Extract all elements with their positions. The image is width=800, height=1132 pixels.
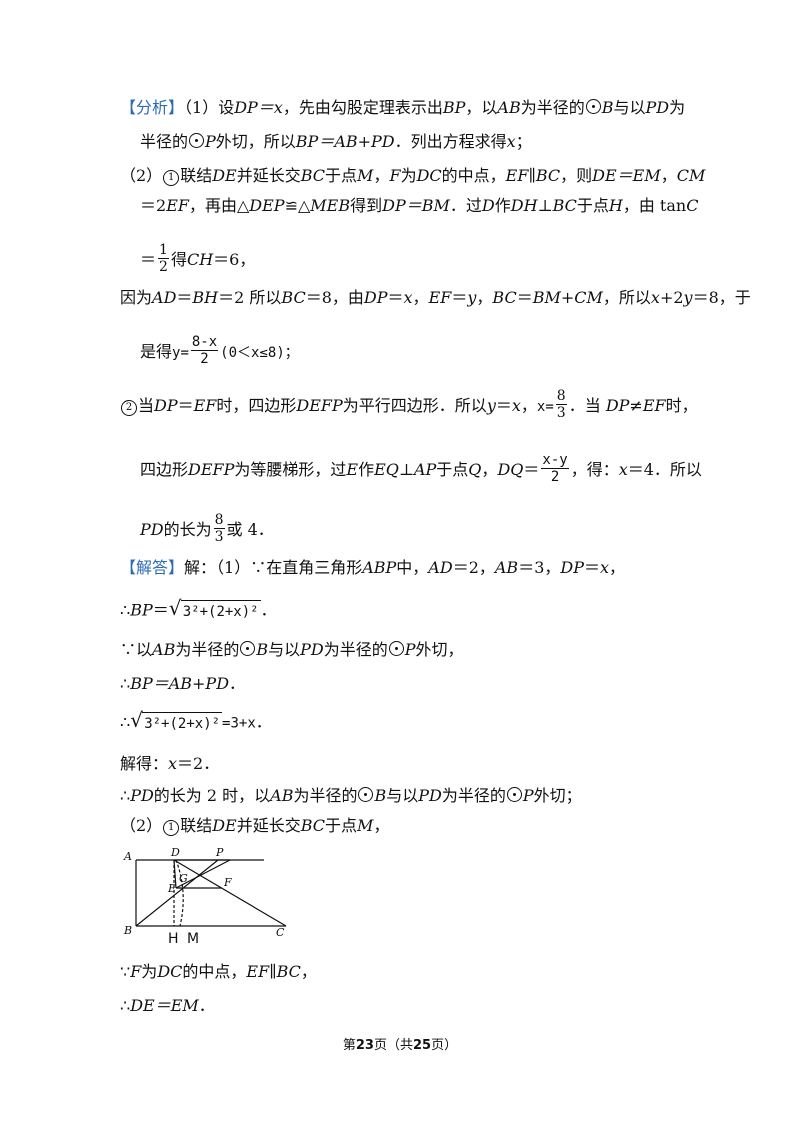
line-pb — [135, 859, 219, 927]
circle-dot-icon — [506, 787, 522, 802]
solution-line-9: ∵F为DC的中点，EF∥BC， — [120, 962, 317, 981]
line-dc — [173, 859, 287, 927]
solution-tag: 【解答】 — [120, 558, 185, 577]
label-c: C — [276, 926, 285, 939]
label-e: E — [167, 882, 176, 895]
circle-dot-icon — [358, 787, 374, 802]
label-m: M — [187, 931, 199, 947]
page-number: 23 — [355, 1038, 374, 1053]
circle-dot-icon — [240, 641, 256, 656]
circle-dot-icon — [388, 641, 404, 656]
radical-sign-icon: √ — [130, 708, 143, 732]
label-b: B — [123, 924, 132, 937]
analysis-line-6: 因为AD＝BH＝2 所以BC＝8，由DP＝x，EF＝y，BC＝BM+CM，所以x… — [120, 288, 751, 307]
solution-line-1: 【解答】解：（1）∵在直角三角形ABP中，AD＝2，AB＝3，DP＝x， — [120, 558, 626, 577]
solution-line-2: ∴BP＝√3²+(2+x)²． — [120, 596, 277, 620]
line-de — [173, 859, 177, 889]
page-total: 25 — [413, 1038, 432, 1053]
label-f: F — [223, 876, 232, 889]
solution-line-4: ∴BP＝AB+PD． — [120, 674, 246, 693]
circled-number: 2 — [121, 400, 137, 416]
analysis-tag: 【分析】 — [120, 98, 185, 117]
label-a: A — [123, 850, 132, 863]
solution-line-5: ∴√3²+(2+x)²=3+x． — [120, 708, 272, 732]
geometry-figure: A D P G E F B C H M — [123, 846, 287, 947]
circle-dot-icon — [189, 133, 205, 148]
circled-number: 1 — [163, 820, 180, 836]
label-g: G — [179, 872, 188, 885]
circled-number: 1 — [163, 170, 180, 186]
square-root: √3²+(2+x)² — [168, 596, 261, 620]
circle-dot-icon — [585, 99, 601, 114]
page-footer: 第23页（共25页） — [342, 1038, 458, 1053]
label-h: H — [168, 931, 179, 947]
radical-sign-icon: √ — [168, 596, 182, 620]
label-d: D — [170, 846, 180, 859]
arc-dashed — [175, 859, 184, 927]
solution-line-10: ∴DE＝EM． — [120, 996, 215, 1015]
line-ep — [175, 859, 231, 889]
solution-line-6: 解得：x＝2． — [120, 754, 220, 773]
label-p: P — [215, 846, 224, 859]
square-root: √3²+(2+x)² — [130, 708, 223, 732]
analysis-line-4: ＝2EF，再由△DEP≌△MEB得到DP＝BM．过D作DH⊥BC于点H，由 ta… — [140, 196, 699, 215]
